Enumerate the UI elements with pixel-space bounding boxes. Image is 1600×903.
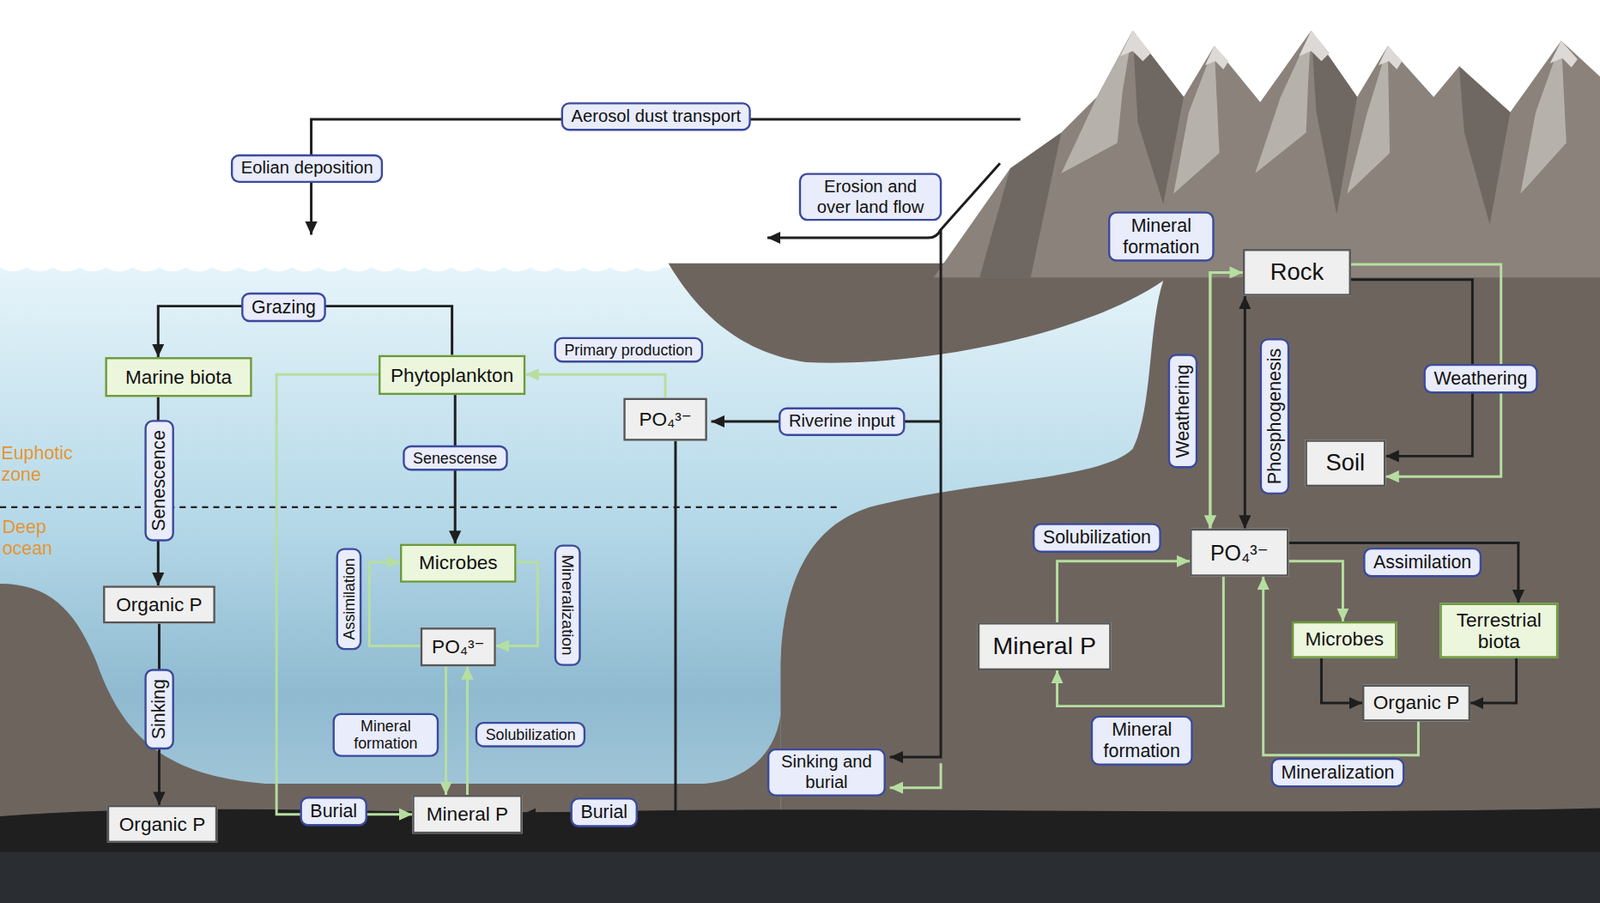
flow-label: Aerosol dust transport	[561, 102, 752, 131]
flow-arrow	[1263, 576, 1419, 756]
flow-label: Eolian deposition	[230, 154, 384, 183]
pool-box: PO₄³⁻	[420, 627, 497, 667]
node-text: Phytoplankton	[390, 363, 514, 386]
zone-divider	[0, 506, 843, 509]
node-text: Mineral P	[992, 632, 1097, 661]
flow-arrow	[522, 441, 676, 815]
edge-label: Mineralization	[553, 544, 581, 666]
pool-box: Mineral P	[977, 622, 1112, 671]
edge-label: Mineral formation	[333, 713, 440, 758]
pool-box: Mineral P	[412, 794, 522, 834]
pool-box: Organic P	[107, 805, 218, 843]
flow-arrow	[444, 666, 448, 795]
node-text: Microbes	[1304, 629, 1384, 651]
biota-box: Microbes	[1291, 621, 1397, 659]
biota-box: Terrestrial biota	[1439, 603, 1558, 659]
node-text: Organic P	[119, 812, 206, 835]
node-text: PO₄³⁻	[431, 636, 485, 658]
snow-cap	[1550, 41, 1578, 68]
node-text: PO₄³⁻	[638, 408, 691, 431]
edge-label: Sinking	[144, 668, 174, 750]
pool-box: Rock	[1242, 248, 1352, 297]
snow-cap	[1120, 30, 1152, 62]
pool-box: Organic P	[103, 585, 216, 624]
edge-label: Assimilation	[1363, 547, 1482, 577]
snow-cap	[1205, 45, 1229, 69]
mountain-face	[1173, 45, 1219, 194]
base-layer	[0, 852, 1600, 903]
mountain-face	[1311, 30, 1358, 215]
snow-cap	[1298, 30, 1330, 62]
edge-label: Solubilization	[1032, 522, 1162, 552]
dust-transport-line	[311, 119, 1021, 235]
mountain-face	[1060, 30, 1133, 174]
land-mass	[668, 263, 1600, 858]
edge-label: Mineralization	[1271, 757, 1406, 788]
node-text: Marine biota	[125, 366, 232, 388]
flow-arrow	[1243, 296, 1247, 529]
edge-label: Burial	[570, 797, 638, 827]
mountain-face	[1459, 66, 1510, 225]
flow-arrow	[1288, 561, 1343, 622]
burial-line	[890, 763, 941, 788]
node-text: Microbes	[418, 552, 498, 575]
edge-label: Weathering	[1168, 354, 1198, 469]
pool-box: PO₄³⁻	[1189, 528, 1289, 577]
erosion-line	[767, 163, 1000, 238]
flow-arrow	[1321, 658, 1363, 704]
node-text: Organic P	[1373, 691, 1460, 714]
edge-label: Assimilation	[336, 547, 363, 650]
flow-arrow	[466, 666, 469, 795]
biota-box: Microbes	[400, 544, 517, 583]
node-text: Rock	[1270, 259, 1324, 286]
flow-label: Riverine input	[778, 407, 905, 437]
flow-arrow	[1470, 658, 1516, 704]
mountain-face	[979, 133, 1061, 279]
edge-label: Mineral formation	[1108, 211, 1215, 262]
edge-label: Primary production	[554, 337, 704, 364]
snow-cap	[1378, 45, 1402, 69]
biota-box: Marine biota	[104, 357, 252, 397]
bedrock-layer	[0, 808, 1600, 903]
biota-box: Phytoplankton	[378, 355, 526, 395]
mountain-face	[1346, 45, 1390, 194]
edge-label: Senescence	[144, 419, 174, 542]
edge-label: Burial	[299, 796, 367, 826]
edge-label: Grazing	[241, 292, 327, 322]
mountain-range	[933, 30, 1600, 279]
pool-box: Organic P	[1362, 684, 1471, 722]
node-text: Organic P	[115, 593, 202, 616]
edge-label: Weathering	[1424, 363, 1539, 394]
edge-label: Senescense	[402, 445, 508, 472]
node-text: Terrestrial biota	[1445, 608, 1552, 653]
zone-label: Euphotic zone	[0, 442, 93, 485]
edge-label: Solubilization	[475, 721, 587, 748]
zone-label: Deep ocean	[1, 516, 94, 559]
pool-box: Soil	[1304, 439, 1386, 487]
flow-arrow	[1210, 272, 1243, 528]
node-text: PO₄³⁻	[1210, 540, 1269, 565]
flow-label: Sinking and burial	[767, 748, 886, 797]
flow-arrow	[525, 374, 666, 398]
node-text: Mineral P	[426, 803, 509, 825]
edge-label: Phosphogenesis	[1260, 338, 1290, 495]
edge-label: Mineral formation	[1090, 715, 1194, 767]
flow-arrow	[1057, 561, 1191, 623]
mountain-face	[1520, 41, 1566, 194]
flow-arrow	[1210, 272, 1243, 528]
flow-arrow	[1288, 542, 1518, 603]
runoff-line	[890, 229, 941, 758]
flow-label: Erosion and over land flow	[799, 172, 942, 221]
pool-box: PO₄³⁻	[623, 398, 707, 442]
node-text: Soil	[1326, 449, 1366, 477]
